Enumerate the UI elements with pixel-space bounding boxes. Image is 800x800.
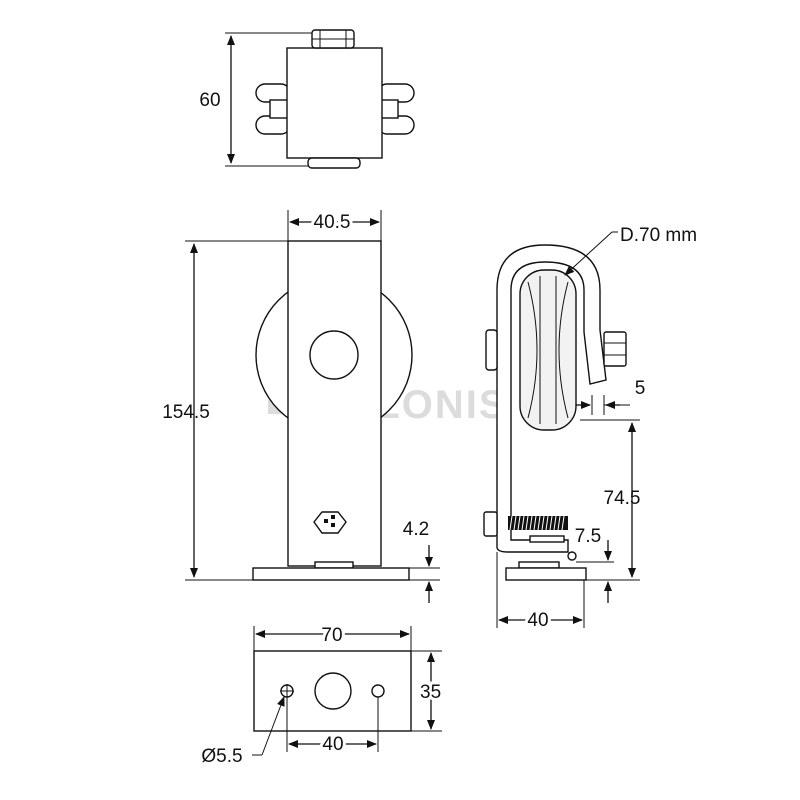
plate-right-hole — [371, 684, 385, 698]
side-view-axle-nut — [603, 331, 627, 367]
front-view-base-plate — [252, 567, 410, 581]
side-view-thread — [508, 515, 568, 531]
dim-axle-height: 74.5 — [604, 488, 641, 509]
dim-plate-height: 35 — [420, 682, 441, 703]
top-view-left-wheel — [255, 83, 291, 135]
dim-top-height: 60 — [199, 90, 220, 111]
dim-front-width: 40.5 — [314, 212, 351, 233]
dim-side-offset: 7.5 — [575, 526, 601, 547]
dim-side-gap: 5 — [635, 378, 646, 399]
front-view: 40.5 154.5 4.2 — [162, 209, 440, 603]
side-view-pin — [567, 551, 577, 561]
dim-hole-spacing: 40 — [322, 734, 343, 755]
top-view-nut — [311, 29, 355, 49]
dim-front-height: 154.5 — [162, 402, 210, 423]
side-view-bracket — [496, 244, 607, 553]
side-view-bolt-head — [483, 511, 498, 537]
top-view-base — [307, 157, 361, 169]
dim-side-width: 40 — [527, 610, 548, 631]
top-view: 60 — [199, 29, 415, 169]
front-view-bolt-icon — [313, 511, 347, 534]
side-view-spacer — [485, 329, 498, 371]
dim-base-thickness: 4.2 — [403, 519, 429, 540]
top-view-right-wheel — [377, 83, 415, 135]
side-view-base-plate — [505, 567, 587, 581]
plate-view: 70 35 40 Ø5.5 — [201, 622, 444, 767]
side-view: D.70 mm 5 74.5 7.5 40 — [483, 225, 697, 634]
side-view-pulley — [519, 269, 577, 431]
dim-plate-width: 70 — [321, 625, 342, 646]
front-view-axle-hole — [309, 330, 359, 380]
top-view-body — [286, 47, 383, 159]
dim-pulley-diameter: D.70 mm — [620, 225, 697, 246]
dim-hole-diameter: Ø5.5 — [201, 746, 242, 767]
plate-center-hole — [314, 672, 352, 710]
